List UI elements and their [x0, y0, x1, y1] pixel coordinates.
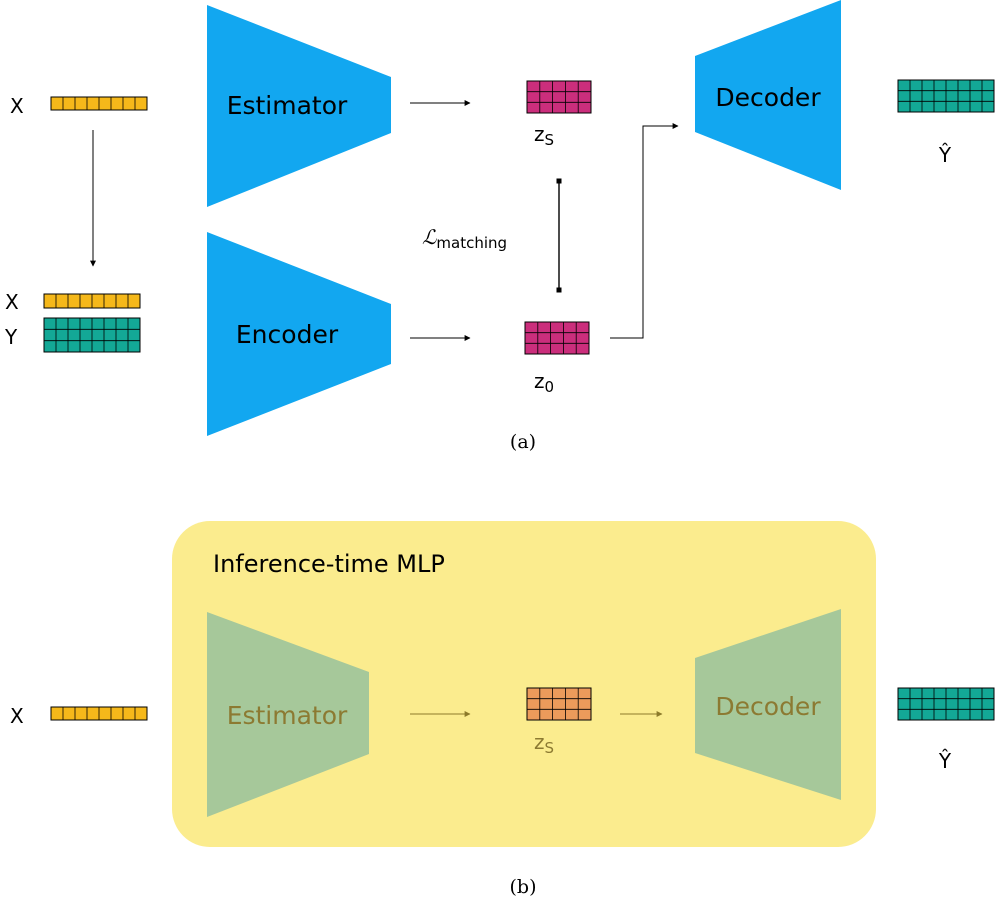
- output-y-hat-label: Ŷ: [938, 143, 952, 167]
- z0-to-decoder-arrow: [610, 123, 679, 339]
- zs-label: zS: [534, 122, 554, 149]
- input-x-label-b: X: [10, 704, 24, 728]
- panel-title: Inference-time MLP: [213, 550, 445, 578]
- inference-mlp-panel: [172, 521, 876, 847]
- output-y-matrix-b: [897, 687, 995, 721]
- matching-loss-link: [556, 178, 562, 293]
- input-x-vector: [50, 96, 148, 111]
- decoder-label-faded: Decoder: [715, 692, 821, 721]
- estimator-block-faded: [207, 612, 369, 817]
- train-x-label: X: [5, 290, 19, 314]
- zs-latent: [526, 80, 592, 114]
- train-x-vector: [43, 293, 141, 309]
- estimator-label-faded: Estimator: [227, 701, 348, 730]
- zs-label-b: zS: [534, 730, 554, 757]
- part-b: Inference-time MLP X Estimator zS Decode…: [10, 521, 995, 898]
- decoder-block: [695, 0, 841, 190]
- zs-latent-faded: [526, 687, 592, 721]
- caption-b: (b): [510, 876, 537, 898]
- input-x-vector-b: [50, 706, 148, 721]
- decoder-block-faded: [695, 609, 841, 800]
- encoder-block: [207, 232, 391, 436]
- output-y-hat-label-b: Ŷ: [938, 749, 952, 773]
- caption-a: (a): [510, 431, 536, 453]
- z0-latent: [524, 321, 590, 355]
- train-y-label: Y: [4, 325, 18, 349]
- train-y-matrix: [43, 317, 141, 353]
- decoder-label: Decoder: [715, 83, 821, 112]
- estimator-label: Estimator: [227, 91, 348, 120]
- part-a: X X Y Estimator Encoder zS z0 ℒmatching: [4, 0, 995, 453]
- matching-loss-label: ℒmatching: [422, 225, 507, 252]
- encoder-label: Encoder: [236, 320, 339, 349]
- estimator-block: [207, 5, 391, 207]
- output-y-matrix: [897, 79, 995, 113]
- z0-label: z0: [534, 369, 554, 396]
- input-x-label: X: [10, 94, 24, 118]
